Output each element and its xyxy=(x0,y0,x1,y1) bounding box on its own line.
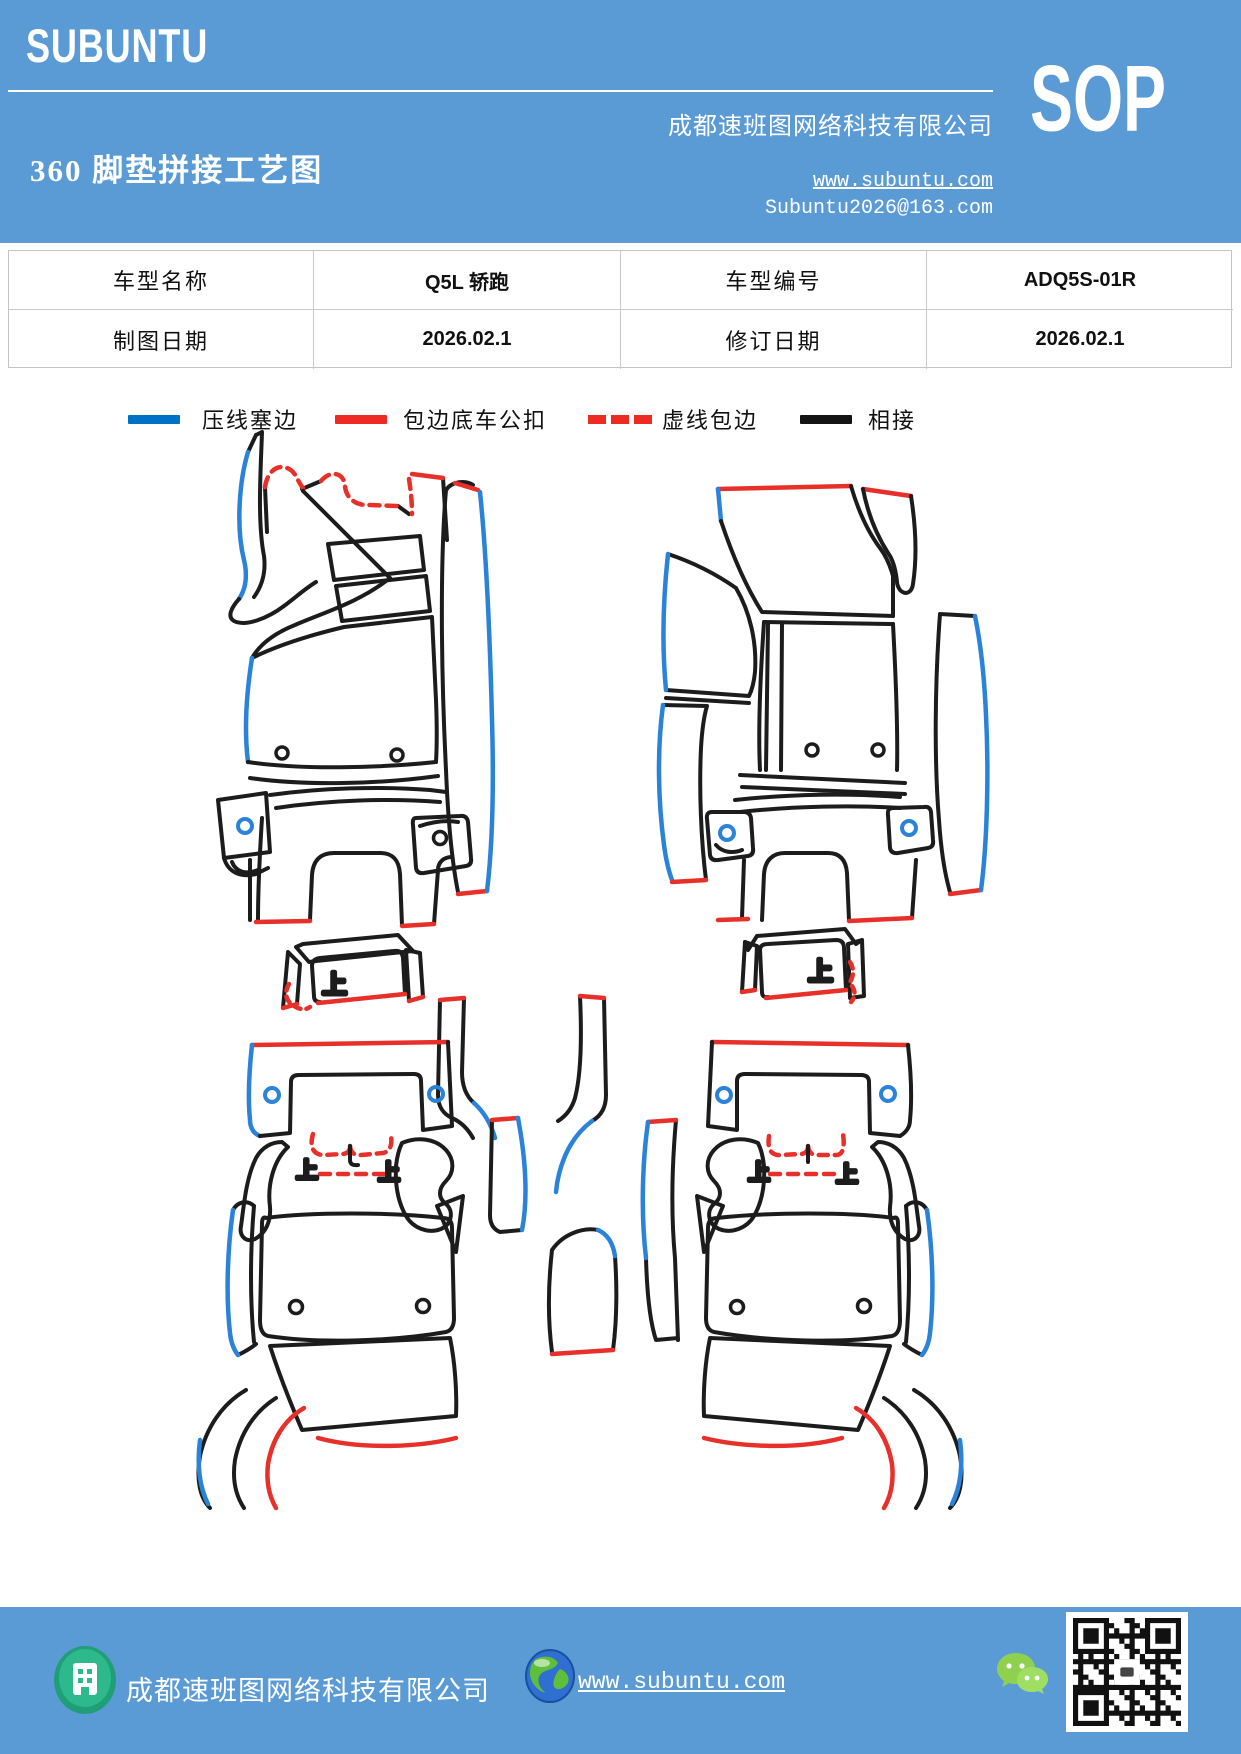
legend-label: 包边底车公扣 xyxy=(403,408,548,433)
model-code-label: 车型编号 xyxy=(621,251,927,310)
qr-code xyxy=(1066,1612,1188,1732)
rear-left-mat-group: 上 上 xyxy=(196,1039,465,1511)
model-name-label: 车型名称 xyxy=(9,251,314,310)
legend-item-joint: 相接 xyxy=(800,406,917,433)
center-tunnel-pieces xyxy=(436,993,608,1234)
sop-label: SOP xyxy=(1030,46,1167,151)
page-title: 360 脚垫拼接工艺图 xyxy=(30,153,324,188)
header-banner: SUBUNTU 成都速班图网络科技有限公司 SOP 360 脚垫拼接工艺图 ww… xyxy=(0,0,1241,243)
model-code-value: ADQ5S-01R xyxy=(927,251,1233,310)
draw-date-value: 2026.02.1 xyxy=(314,310,621,369)
globe-icon xyxy=(525,1649,575,1703)
orientation-mark: 上 xyxy=(836,1162,858,1187)
legend-item-bind-edge: 包边底车公扣 xyxy=(335,406,548,433)
footer-banner: 成都速班图网络科技有限公司 www.subuntu.com xyxy=(0,1607,1241,1754)
draw-date-label: 制图日期 xyxy=(9,310,314,369)
brand-logo: SUBUNTU xyxy=(26,20,209,73)
wechat-icon xyxy=(997,1653,1048,1694)
legend-item-dashed-bind: 虚线包边 xyxy=(588,406,759,433)
legend-item-press-line: 压线塞边 xyxy=(128,406,299,433)
orientation-mark: 上 xyxy=(322,971,347,999)
legend-label: 压线塞边 xyxy=(202,408,299,433)
header-email: Subuntu2026@163.com xyxy=(764,197,993,220)
model-name-value: Q5L 轿跑 xyxy=(314,251,621,310)
revise-date-value: 2026.02.1 xyxy=(1035,328,1125,350)
header-divider xyxy=(8,90,993,92)
footer-website-link[interactable]: www.subuntu.com xyxy=(578,1669,786,1695)
front-left-mat-group: 上 xyxy=(216,430,496,1012)
legend-swatch-black xyxy=(800,414,852,424)
rear-right-mat-group: 上 上 xyxy=(547,1039,964,1511)
header-company-name: 成都速班图网络科技有限公司 xyxy=(668,114,993,140)
header-website-link[interactable]: www.subuntu.com xyxy=(812,170,993,193)
legend-swatch-red-dashed xyxy=(588,414,652,424)
footer-company-name: 成都速班图网络科技有限公司 xyxy=(126,1676,490,1706)
orientation-mark: 上 xyxy=(748,1160,770,1185)
orientation-mark: 上 xyxy=(296,1158,318,1183)
legend-label: 相接 xyxy=(868,408,917,433)
legend-label: 虚线包边 xyxy=(662,408,759,433)
orientation-mark: 上 xyxy=(808,958,833,986)
vehicle-info-table: 车型名称 Q5L 轿跑 车型编号 ADQ5S-01R 制图日期 2026.02.… xyxy=(8,250,1233,369)
building-icon xyxy=(54,1646,116,1714)
legend-swatch-red xyxy=(335,414,387,424)
legend-swatch-blue xyxy=(128,414,180,424)
revise-date-label: 修订日期 xyxy=(621,310,927,369)
front-right-mat-group: 上 xyxy=(656,483,990,1005)
